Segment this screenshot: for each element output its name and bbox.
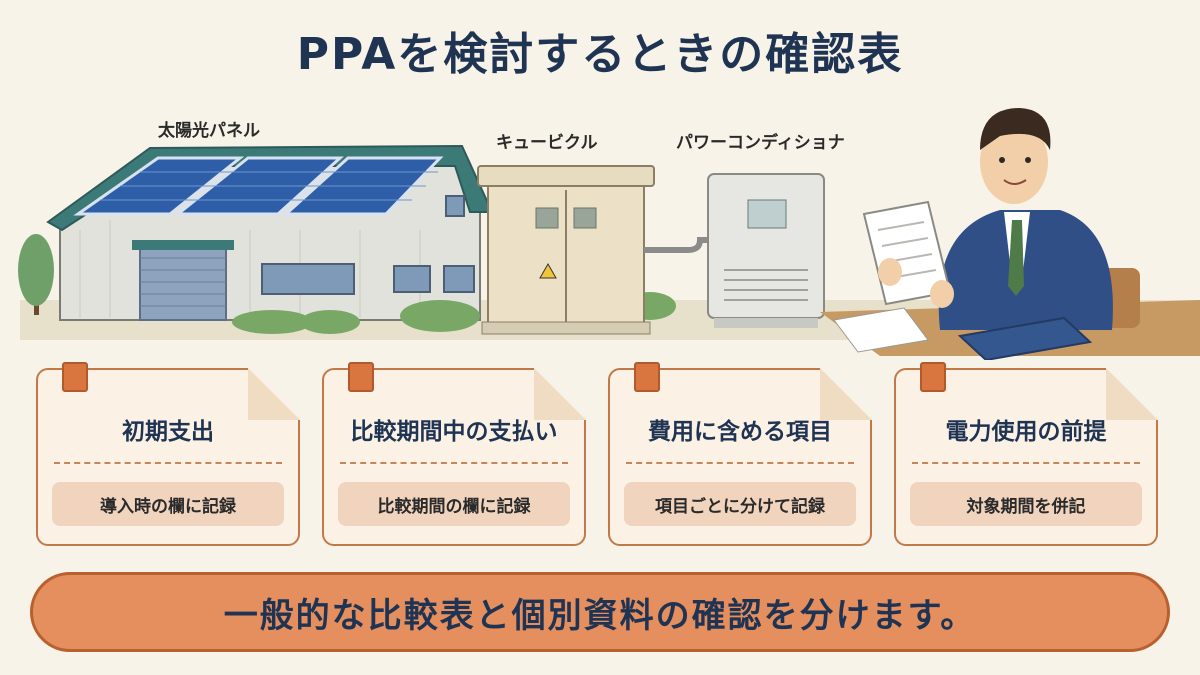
card-cost-items: 費用に含める項目 項目ごとに分けて記録 — [608, 362, 872, 546]
card-note: 項目ごとに分けて記録 — [624, 482, 856, 526]
power-conditioner-label: パワーコンディショナ — [676, 133, 845, 153]
binder — [957, 316, 1093, 360]
card-title: 費用に含める項目 — [648, 419, 832, 445]
solar-panel-label: 太陽光パネル — [158, 121, 260, 141]
card-note: 比較期間の欄に記録 — [338, 482, 570, 526]
illustration — [18, 108, 1200, 360]
tab-marker — [348, 362, 374, 392]
card-payments: 比較期間中の支払い 比較期間の欄に記録 — [322, 362, 586, 546]
person-icon — [938, 108, 1113, 330]
paper — [833, 307, 929, 353]
card-usage-assumption: 電力使用の前提 対象期間を併記 — [894, 362, 1158, 546]
card-title: 比較期間中の支払い — [350, 419, 558, 445]
card-title: 初期支出 — [122, 419, 214, 445]
document-icon — [862, 200, 954, 308]
card-note: 対象期間を併記 — [910, 482, 1142, 526]
summary-banner: 一般的な比較表と個別資料の確認を分けます。 — [30, 572, 1170, 652]
tab-marker — [920, 362, 946, 392]
card-note: 導入時の欄に記録 — [52, 482, 284, 526]
cubicle — [477, 165, 708, 335]
solar-panel-icon — [73, 156, 444, 216]
bush — [232, 292, 676, 334]
card-title: 電力使用の前提 — [945, 419, 1107, 445]
tab-marker — [634, 362, 660, 392]
tab-marker — [62, 362, 88, 392]
card-initial-cost: 初期支出 導入時の欄に記録 — [36, 362, 300, 546]
page-title: PPAを検討するときの確認表 — [296, 29, 904, 80]
power-conditioner — [707, 173, 825, 328]
cubicle-label: キュービクル — [496, 133, 598, 153]
